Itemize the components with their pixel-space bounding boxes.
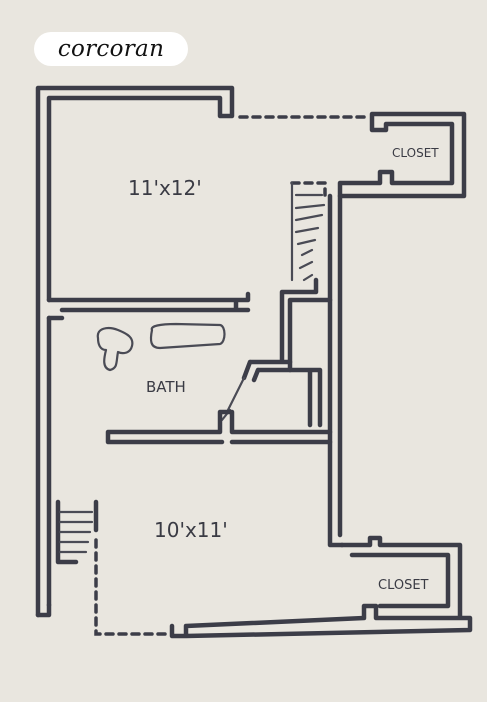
lower-stair-rail (55, 499, 99, 565)
bathtub-fixture (149, 322, 226, 350)
lower-room-dimensions: 10'x11' (154, 518, 228, 542)
upper-room-bottom-wall (46, 291, 251, 321)
left-exterior-wall (35, 85, 235, 618)
lower-stair-treads (58, 510, 94, 554)
corcoran-logo[interactable]: corcoran (34, 32, 188, 66)
lower-doorway-dashed (94, 538, 170, 636)
stair-outline-dashed (290, 181, 327, 197)
lower-closet-walls (169, 535, 473, 639)
logo-text: corcoran (57, 36, 165, 62)
lower-closet-label: CLOSET (378, 578, 429, 593)
corridor-right-wall (327, 193, 345, 548)
bottom-left-wall (35, 602, 52, 618)
lower-room-top-wall (105, 409, 333, 445)
bath-partition (241, 359, 323, 428)
upper-room-dimensions: 11'x12' (128, 176, 202, 200)
upper-stair-treads (290, 181, 326, 282)
corridor-left-wall (279, 277, 333, 373)
toilet-fixture (96, 327, 134, 372)
bath-label: BATH (146, 378, 186, 396)
upper-closet-label: CLOSET (392, 146, 439, 160)
